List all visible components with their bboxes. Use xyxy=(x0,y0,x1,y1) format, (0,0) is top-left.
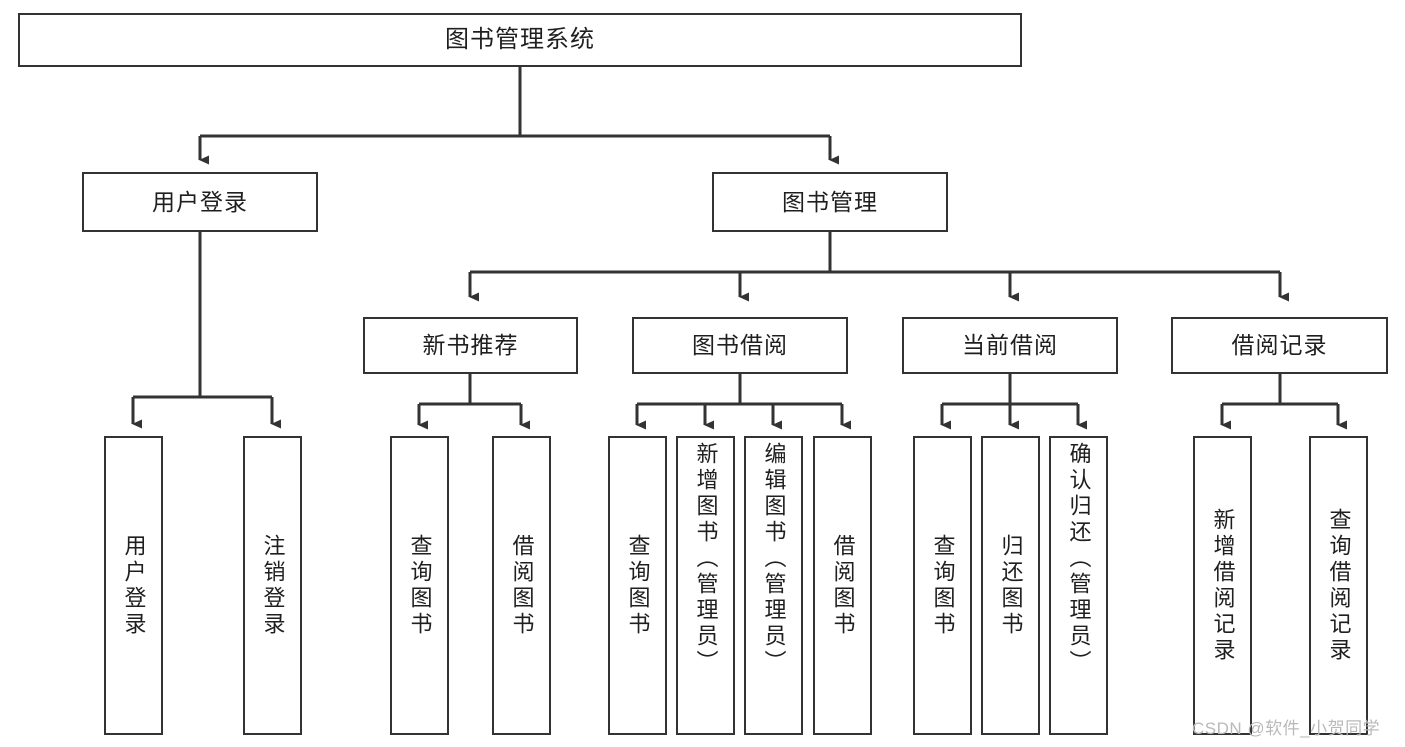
node-root-book-management-system[interactable]: 图书管理系统 xyxy=(18,13,1022,67)
node-user-login[interactable]: 用户登录 xyxy=(82,172,318,232)
leaf-query-book-current[interactable]: 查询图书 xyxy=(913,436,972,735)
node-label: 借阅记录 xyxy=(1231,332,1328,359)
leaf-query-borrow-record[interactable]: 查询借阅记录 xyxy=(1309,436,1368,735)
node-label: 新增图书（管理员） xyxy=(693,442,719,676)
node-label: 查询图书 xyxy=(930,533,956,638)
node-book-management[interactable]: 图书管理 xyxy=(712,172,948,232)
leaf-edit-book-admin[interactable]: 编辑图书（管理员） xyxy=(744,436,803,735)
node-label: 编辑图书（管理员） xyxy=(761,442,787,676)
node-label: 借阅图书 xyxy=(509,533,535,638)
node-label: 图书管理 xyxy=(782,188,878,215)
node-label: 当前借阅 xyxy=(962,332,1058,359)
leaf-user-login[interactable]: 用户登录 xyxy=(104,436,163,735)
node-label: 用户登录 xyxy=(152,188,248,215)
node-label: 新增借阅记录 xyxy=(1210,507,1236,664)
node-label: 查询图书 xyxy=(407,533,433,638)
leaf-borrow-book[interactable]: 借阅图书 xyxy=(813,436,872,735)
node-label: 查询借阅记录 xyxy=(1326,507,1352,664)
leaf-add-borrow-record[interactable]: 新增借阅记录 xyxy=(1193,436,1252,735)
node-label: 新书推荐 xyxy=(422,332,519,359)
leaf-confirm-return-admin[interactable]: 确认归还（管理员） xyxy=(1049,436,1108,735)
node-label: 注销登录 xyxy=(260,533,286,638)
node-borrow-records[interactable]: 借阅记录 xyxy=(1171,317,1388,374)
node-label: 图书管理系统 xyxy=(445,26,595,53)
node-book-borrow[interactable]: 图书借阅 xyxy=(632,317,848,374)
node-label: 用户登录 xyxy=(121,533,147,638)
node-new-book-recommend[interactable]: 新书推荐 xyxy=(363,317,578,374)
node-current-borrow[interactable]: 当前借阅 xyxy=(902,317,1118,374)
node-label: 图书借阅 xyxy=(692,332,788,359)
leaf-user-logout[interactable]: 注销登录 xyxy=(243,436,302,735)
leaf-query-book-recommend[interactable]: 查询图书 xyxy=(390,436,449,735)
leaf-borrow-book-recommend[interactable]: 借阅图书 xyxy=(492,436,551,735)
leaf-query-book-borrow[interactable]: 查询图书 xyxy=(608,436,667,735)
node-label: 查询图书 xyxy=(625,533,651,638)
node-label: 归还图书 xyxy=(998,533,1024,638)
csdn-watermark: CSDN @软件_小贺同学 xyxy=(1192,719,1381,738)
leaf-return-book[interactable]: 归还图书 xyxy=(981,436,1040,735)
leaf-add-book-admin[interactable]: 新增图书（管理员） xyxy=(676,436,735,735)
node-label: 借阅图书 xyxy=(830,533,856,638)
node-label: 确认归还（管理员） xyxy=(1066,442,1092,676)
